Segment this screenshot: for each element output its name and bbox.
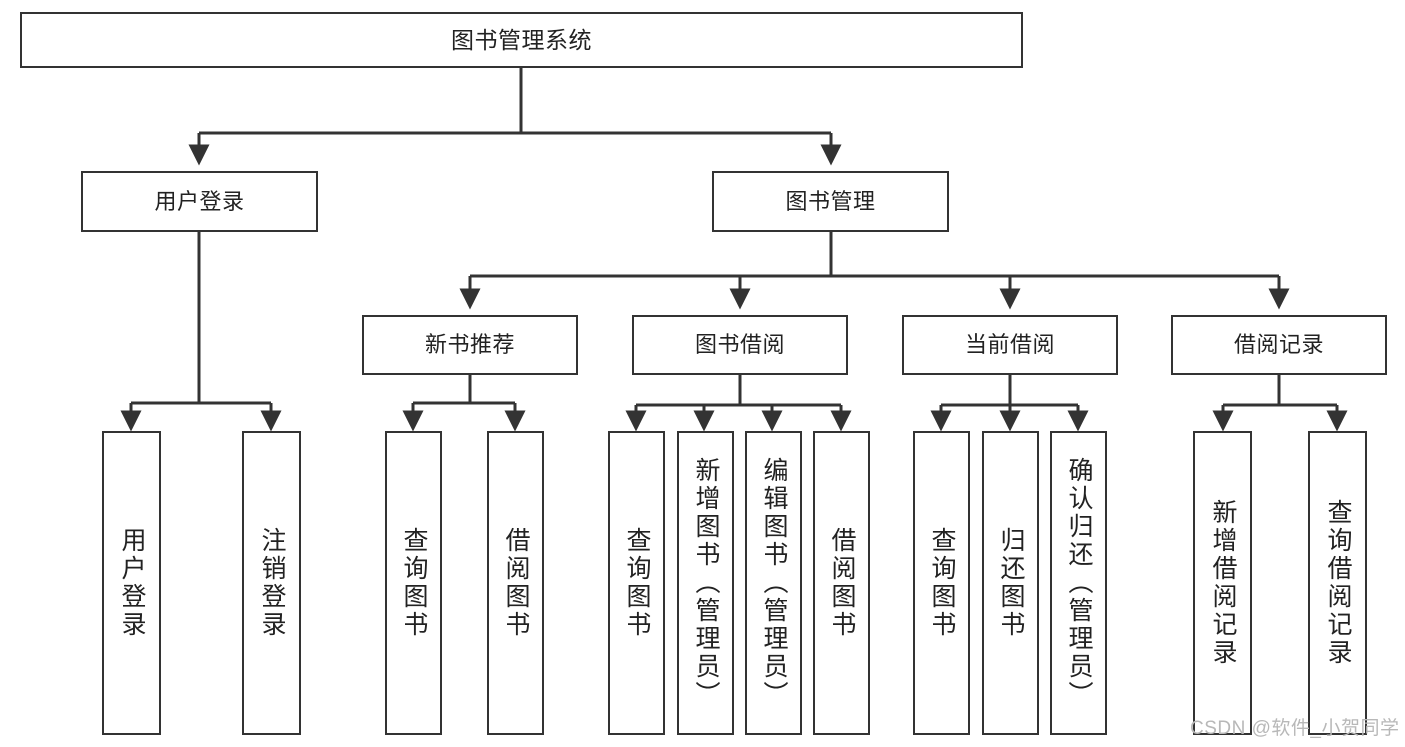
node-borrow-record[interactable]: 借阅记录 [1171, 315, 1387, 375]
leaf-current-borrow-query-book[interactable]: 查询图书 [913, 431, 970, 735]
node-label: 新增借阅记录 [1209, 499, 1237, 667]
node-book-borrow[interactable]: 图书借阅 [632, 315, 848, 375]
leaf-book-borrow-borrow-book[interactable]: 借阅图书 [813, 431, 870, 735]
node-label: 编辑图书（管理员） [760, 457, 788, 709]
node-label: 归还图书 [997, 527, 1025, 639]
node-label: 借阅记录 [1233, 332, 1324, 358]
node-label: 查询借阅记录 [1324, 499, 1352, 667]
leaf-borrow-record-query-record[interactable]: 查询借阅记录 [1308, 431, 1367, 735]
watermark-text: CSDN @软件_小贺同学 [1190, 718, 1400, 739]
leaf-new-book-borrow-book[interactable]: 借阅图书 [487, 431, 544, 735]
node-label: 当前借阅 [964, 332, 1055, 358]
node-label: 查询图书 [928, 527, 956, 639]
node-label: 确认归还（管理员） [1065, 457, 1093, 709]
node-root-book-management-system[interactable]: 图书管理系统 [20, 12, 1023, 68]
leaf-user-login-login[interactable]: 用户登录 [102, 431, 161, 735]
node-label: 用户登录 [154, 188, 245, 214]
node-user-login[interactable]: 用户登录 [81, 171, 318, 232]
node-label: 注销登录 [258, 527, 286, 639]
node-book-management[interactable]: 图书管理 [712, 171, 949, 232]
leaf-new-book-query-book[interactable]: 查询图书 [385, 431, 442, 735]
leaf-book-borrow-add-book-admin[interactable]: 新增图书（管理员） [677, 431, 734, 735]
leaf-current-borrow-return-book[interactable]: 归还图书 [982, 431, 1039, 735]
node-label: 图书管理系统 [451, 26, 592, 53]
node-label: 查询图书 [623, 527, 651, 639]
leaf-book-borrow-edit-book-admin[interactable]: 编辑图书（管理员） [745, 431, 802, 735]
node-label: 查询图书 [400, 527, 428, 639]
node-label: 图书管理 [785, 188, 876, 214]
node-label: 借阅图书 [828, 527, 856, 639]
leaf-borrow-record-add-record[interactable]: 新增借阅记录 [1193, 431, 1252, 735]
node-label: 借阅图书 [502, 527, 530, 639]
leaf-current-borrow-confirm-return-admin[interactable]: 确认归还（管理员） [1050, 431, 1107, 735]
node-new-book-recommend[interactable]: 新书推荐 [362, 315, 578, 375]
leaf-user-login-logout[interactable]: 注销登录 [242, 431, 301, 735]
node-current-borrow[interactable]: 当前借阅 [902, 315, 1118, 375]
leaf-book-borrow-query-book[interactable]: 查询图书 [608, 431, 665, 735]
node-label: 新增图书（管理员） [692, 457, 720, 709]
node-label: 图书借阅 [694, 332, 785, 358]
node-label: 新书推荐 [424, 332, 515, 358]
node-label: 用户登录 [118, 527, 146, 639]
